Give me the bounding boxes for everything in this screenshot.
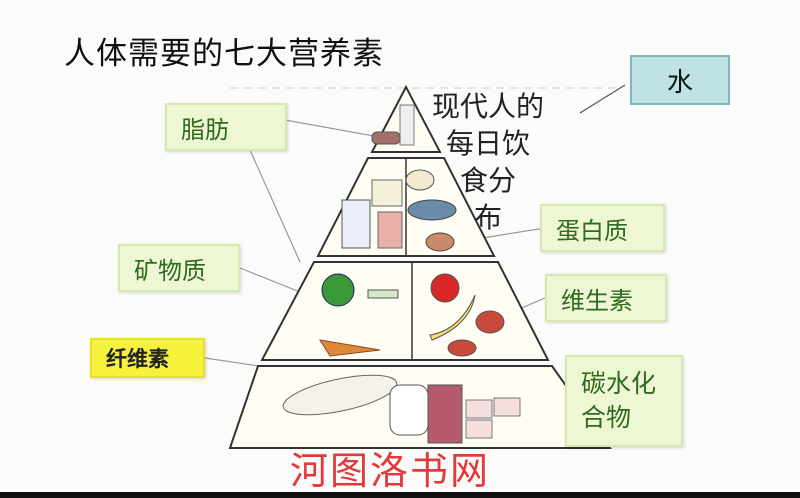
pyramid-tier-vitamins-minerals bbox=[260, 261, 550, 361]
jar-icon bbox=[377, 211, 403, 249]
butter-icon bbox=[371, 131, 401, 145]
cheese-icon bbox=[371, 179, 403, 207]
label-fiber: 纤维素 bbox=[90, 338, 205, 378]
caption-line: 布 bbox=[473, 201, 502, 234]
bottom-bar bbox=[0, 492, 800, 498]
banana-icon bbox=[429, 294, 476, 341]
water-label: 水 bbox=[630, 55, 730, 105]
celery-icon bbox=[367, 289, 399, 299]
label-minerals: 矿物质 bbox=[118, 244, 240, 292]
cracker-icon bbox=[493, 397, 521, 417]
food-illustrations bbox=[282, 104, 521, 444]
apple-icon bbox=[430, 273, 460, 303]
oil-bottle-icon bbox=[399, 104, 415, 146]
meat-icon bbox=[425, 232, 455, 252]
caption-line: 现代人的 bbox=[431, 90, 544, 123]
bowl-icon bbox=[447, 339, 477, 357]
label-vitamins: 维生素 bbox=[545, 274, 667, 322]
white-bread-icon bbox=[389, 384, 429, 436]
label-carbohydrates-line: 合物 bbox=[581, 403, 632, 432]
bread-loaf-icon bbox=[282, 374, 398, 416]
label-protein: 蛋白质 bbox=[540, 204, 665, 252]
brown-bread-icon bbox=[427, 384, 463, 444]
label-carbohydrates-line: 碳水化 bbox=[581, 369, 657, 398]
milk-carton-icon bbox=[341, 199, 371, 249]
caption-line: 食分 bbox=[459, 164, 516, 197]
label-carbohydrates: 碳水化 合物 bbox=[565, 355, 683, 447]
page-title: 人体需要的七大营养素 bbox=[64, 36, 384, 72]
egg-icon bbox=[405, 169, 435, 191]
watermark: 河图洛书网 bbox=[290, 449, 491, 493]
caption-line: 每日饮 bbox=[445, 127, 530, 160]
label-fat: 脂肪 bbox=[165, 103, 287, 151]
broccoli-icon bbox=[321, 273, 355, 307]
cracker-icon bbox=[465, 399, 493, 419]
distribution-caption: 现代人的 每日饮 食分 布 bbox=[418, 88, 558, 236]
fish-icon bbox=[407, 199, 457, 221]
carrot-icon bbox=[318, 339, 381, 357]
fruit-icon bbox=[475, 310, 505, 334]
cracker-icon bbox=[465, 419, 493, 439]
